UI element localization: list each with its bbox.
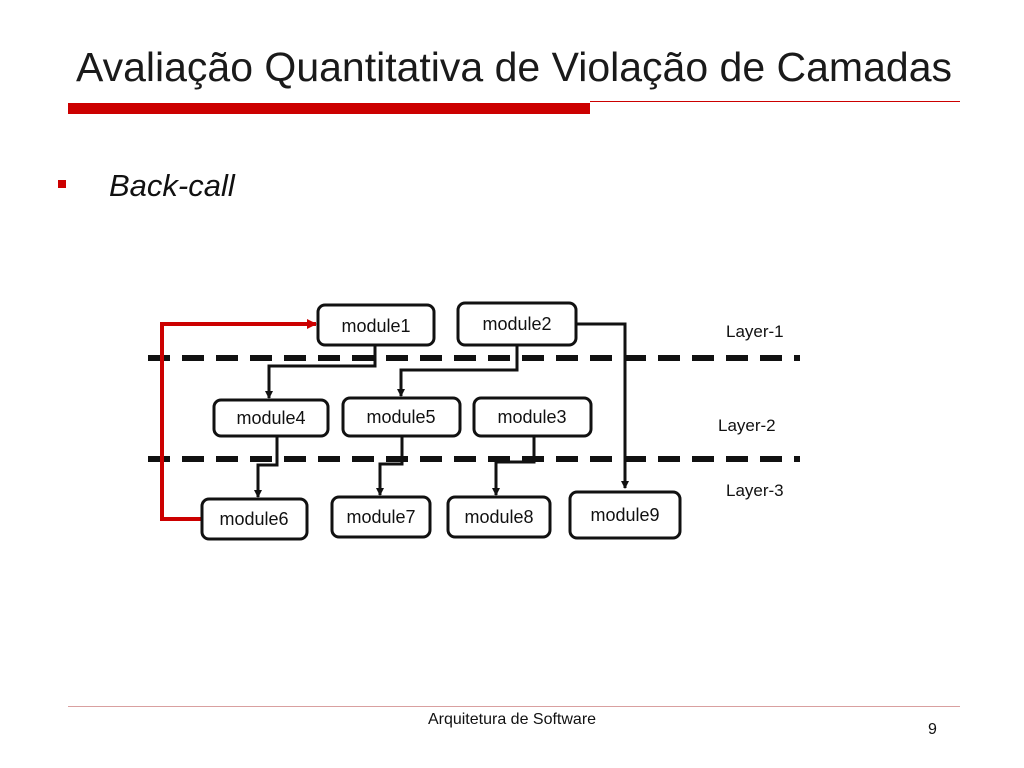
edge-module3-module8 <box>492 436 536 496</box>
bullet-item-back-call: Back-call <box>109 168 235 203</box>
module-label-9: module9 <box>590 505 659 525</box>
module-label-3: module3 <box>497 407 566 427</box>
slide-title: Avaliação Quantitativa de Violação de Ca… <box>76 44 952 90</box>
module-box-7: module7 <box>330 495 432 539</box>
module-box-1: module1 <box>316 303 436 347</box>
title-underline-thin <box>590 101 960 102</box>
title-underline-thick <box>68 103 590 114</box>
footer-rule <box>68 706 960 707</box>
module-box-5: module5 <box>341 396 462 438</box>
bullet-square-icon <box>58 180 66 188</box>
layer-label-3: Layer-3 <box>726 481 784 500</box>
edge-module2-module5 <box>397 346 519 397</box>
module-box-6: module6 <box>200 497 309 541</box>
footer-text: Arquitetura de Software <box>427 711 597 728</box>
layer-diagram: Layer-1 Layer-2 Layer-3 module1 module2 … <box>148 301 800 541</box>
module-box-4: module4 <box>212 398 330 438</box>
module-box-9: module9 <box>568 490 682 540</box>
page-number: 9 <box>928 721 937 738</box>
module-label-8: module8 <box>464 507 533 527</box>
module-label-4: module4 <box>236 408 305 428</box>
edge-module5-module7 <box>376 436 404 496</box>
layer-label-1: Layer-1 <box>726 322 784 341</box>
module-label-2: module2 <box>482 314 551 334</box>
layer-label-2: Layer-2 <box>718 416 776 435</box>
module-label-7: module7 <box>346 507 415 527</box>
module-box-2: module2 <box>456 301 578 347</box>
module-label-1: module1 <box>341 316 410 336</box>
module-box-8: module8 <box>446 495 552 539</box>
module-box-3: module3 <box>472 396 593 438</box>
edge-back-call-module6-module1 <box>160 319 317 521</box>
module-label-6: module6 <box>219 509 288 529</box>
module-label-5: module5 <box>366 407 435 427</box>
edge-module2-module9 <box>577 322 629 489</box>
edge-module1-module4 <box>265 346 377 399</box>
edge-module4-module6 <box>254 436 279 498</box>
